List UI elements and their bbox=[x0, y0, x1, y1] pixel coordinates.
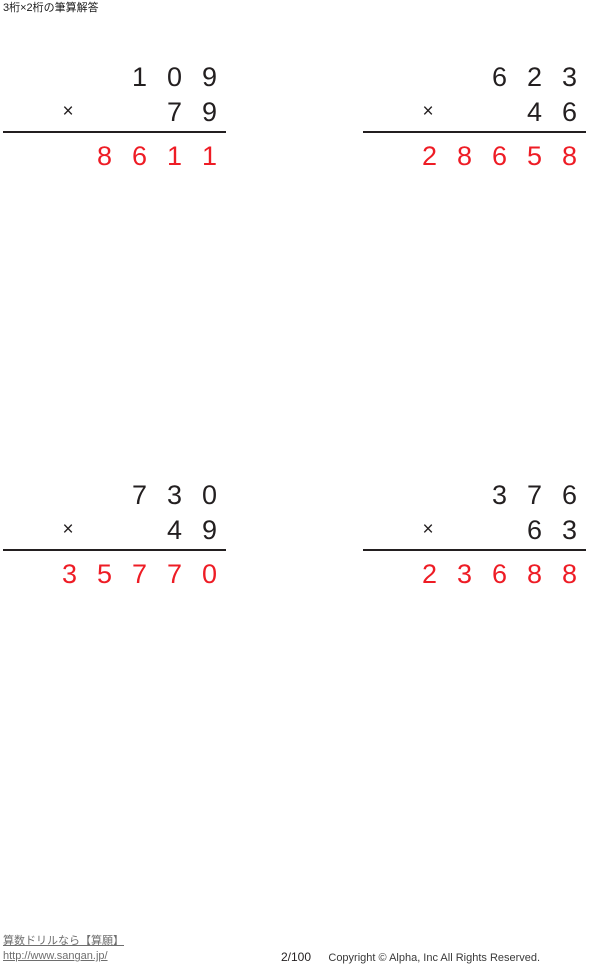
multiplier-row: 4 9 bbox=[2, 513, 227, 547]
site-url-link[interactable]: http://www.sangan.jp/ bbox=[3, 950, 108, 962]
digit: 3 bbox=[456, 559, 473, 589]
digit: 6 bbox=[131, 141, 148, 171]
digit: 1 bbox=[166, 141, 183, 171]
digit: 3 bbox=[61, 559, 78, 589]
horizontal-rule bbox=[363, 549, 586, 551]
multiplication-sign: × bbox=[62, 101, 74, 122]
digit: 2 bbox=[421, 559, 438, 589]
answer-row: 8 6 1 1 bbox=[2, 139, 227, 173]
digit: 5 bbox=[96, 559, 113, 589]
page-title: 3桁×2桁の筆算解答 bbox=[3, 2, 99, 14]
horizontal-rule bbox=[3, 549, 226, 551]
digit: 9 bbox=[201, 515, 218, 545]
multiplier-row: 7 9 bbox=[2, 95, 227, 129]
digit: 9 bbox=[201, 97, 218, 127]
digit: 7 bbox=[526, 480, 543, 510]
digit: 4 bbox=[166, 515, 183, 545]
digit: 6 bbox=[491, 559, 508, 589]
digit: 3 bbox=[491, 480, 508, 510]
problem-3: 7 3 0 × 4 9 3 5 7 7 0 bbox=[2, 478, 227, 598]
multiplicand-row: 3 7 6 bbox=[362, 478, 587, 512]
digit: 5 bbox=[526, 141, 543, 171]
digit: 8 bbox=[456, 141, 473, 171]
digit: 8 bbox=[561, 559, 578, 589]
digit: 3 bbox=[166, 480, 183, 510]
digit: 6 bbox=[491, 141, 508, 171]
digit: 6 bbox=[491, 62, 508, 92]
answer-row: 2 8 6 5 8 bbox=[362, 139, 587, 173]
digit: 8 bbox=[526, 559, 543, 589]
digit: 7 bbox=[166, 559, 183, 589]
digit: 1 bbox=[131, 62, 148, 92]
digit: 9 bbox=[201, 62, 218, 92]
digit: 3 bbox=[561, 515, 578, 545]
problem-4: 3 7 6 × 6 3 2 3 6 8 8 bbox=[362, 478, 587, 598]
page-footer: 算数ドリルなら【算願】 http://www.sangan.jp/ 2/100 … bbox=[0, 934, 600, 968]
footer-links: 算数ドリルなら【算願】 http://www.sangan.jp/ bbox=[3, 934, 124, 964]
horizontal-rule bbox=[3, 131, 226, 133]
copyright-notice: Copyright © Alpha, Inc All Rights Reserv… bbox=[328, 952, 541, 964]
digit: 7 bbox=[131, 559, 148, 589]
multiplier-row: 4 6 bbox=[362, 95, 587, 129]
digit: 6 bbox=[526, 515, 543, 545]
answer-row: 3 5 7 7 0 bbox=[2, 557, 227, 591]
problem-2: 6 2 3 × 4 6 2 8 6 5 8 bbox=[362, 60, 587, 180]
answer-row: 2 3 6 8 8 bbox=[362, 557, 587, 591]
digit: 2 bbox=[421, 141, 438, 171]
digit: 7 bbox=[166, 97, 183, 127]
digit: 0 bbox=[201, 480, 218, 510]
multiplication-sign: × bbox=[422, 101, 434, 122]
digit: 4 bbox=[526, 97, 543, 127]
multiplication-sign: × bbox=[422, 519, 434, 540]
digit: 2 bbox=[526, 62, 543, 92]
multiplicand-row: 7 3 0 bbox=[2, 478, 227, 512]
problem-1: 1 0 9 × 7 9 8 6 1 1 bbox=[2, 60, 227, 180]
digit: 3 bbox=[561, 62, 578, 92]
multiplicand-row: 6 2 3 bbox=[362, 60, 587, 94]
digit: 1 bbox=[201, 141, 218, 171]
digit: 0 bbox=[166, 62, 183, 92]
multiplicand-row: 1 0 9 bbox=[2, 60, 227, 94]
digit: 8 bbox=[561, 141, 578, 171]
digit: 6 bbox=[561, 480, 578, 510]
footer-meta: 2/100 Copyright © Alpha, Inc All Rights … bbox=[281, 950, 540, 966]
multiplication-sign: × bbox=[62, 519, 74, 540]
digit: 6 bbox=[561, 97, 578, 127]
multiplier-row: 6 3 bbox=[362, 513, 587, 547]
digit: 8 bbox=[96, 141, 113, 171]
site-name-link[interactable]: 算数ドリルなら【算願】 bbox=[3, 935, 124, 947]
digit: 0 bbox=[201, 559, 218, 589]
horizontal-rule bbox=[363, 131, 586, 133]
digit: 7 bbox=[131, 480, 148, 510]
page-number: 2/100 bbox=[281, 950, 312, 964]
